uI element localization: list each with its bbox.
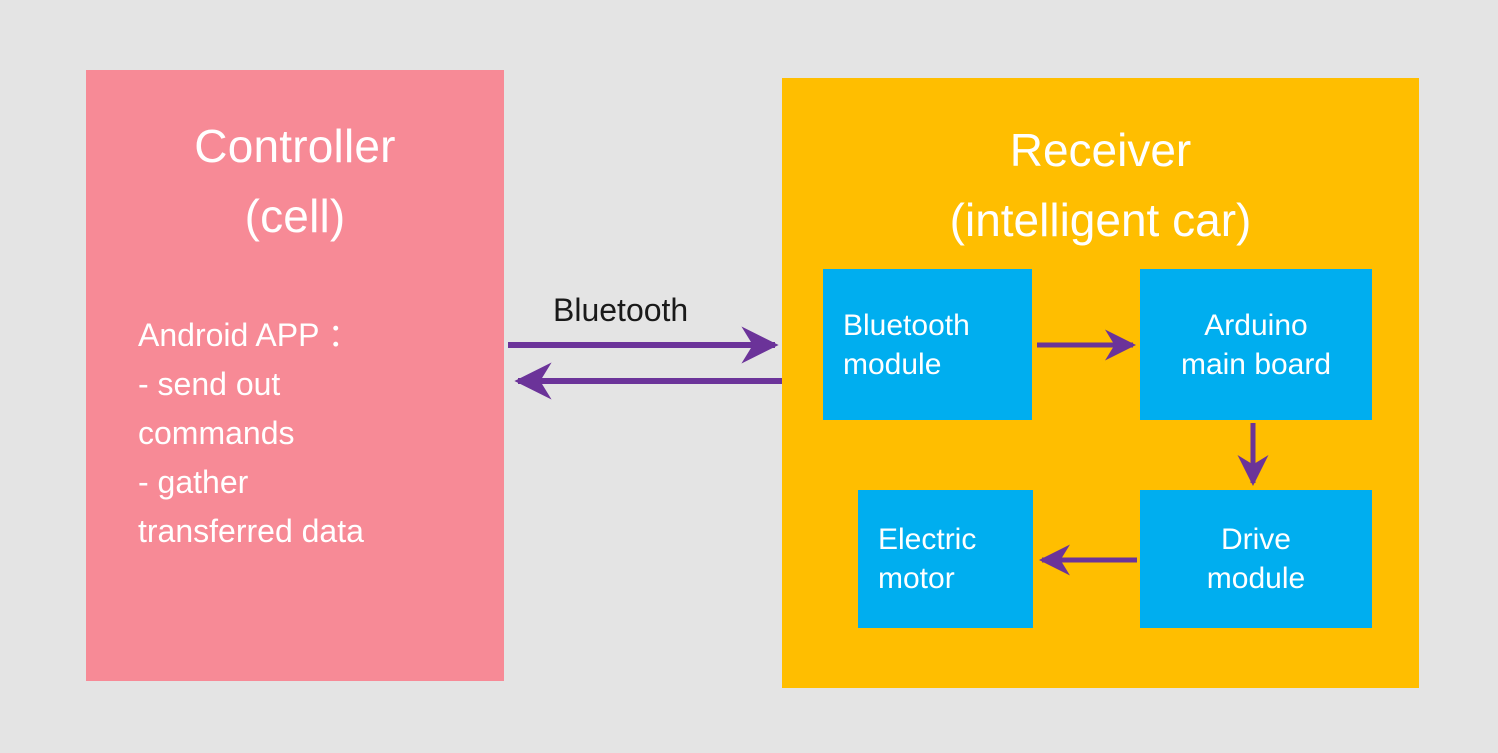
link-label-bluetooth: Bluetooth bbox=[553, 292, 689, 328]
module-bluetooth-module: Bluetooth module bbox=[823, 269, 1032, 420]
controller-title: Controller (cell) bbox=[194, 120, 396, 242]
module-electric-motor: Electric motor bbox=[858, 490, 1033, 628]
controller-panel: Controller (cell) Android APP ： - send o… bbox=[86, 70, 504, 681]
module-drive-module: Drive module bbox=[1140, 490, 1372, 628]
controller-description: Android APP ： - send out commands - gath… bbox=[138, 317, 364, 549]
receiver-title: Receiver (intelligent car) bbox=[949, 124, 1252, 246]
module-arduino-main-board: Arduino main board bbox=[1140, 269, 1372, 420]
